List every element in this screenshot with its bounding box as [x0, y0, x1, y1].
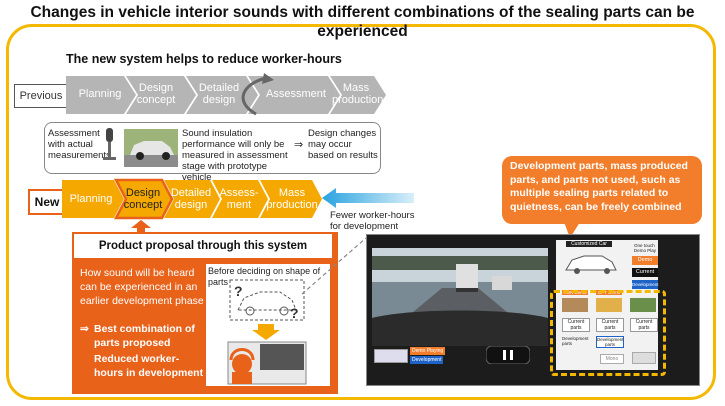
proposal-benefit-2: Reduced worker-hours in development [94, 353, 204, 379]
new-step-detailed-design [164, 180, 220, 218]
new-step-label-0: Planning [69, 193, 113, 205]
previous-process-chevrons [66, 73, 386, 116]
panel-title: Customized Car [566, 241, 612, 247]
new-process-chevrons [62, 178, 322, 220]
suv-photo [124, 129, 178, 167]
outer-frame [6, 24, 716, 400]
panel-highlight [550, 290, 666, 376]
fewer-hours-text: Fewer worker-hours for development [330, 210, 415, 232]
prev-note-arrow: ⇒ [294, 139, 304, 151]
new-step-label-4: Mass production [266, 187, 318, 211]
rework-arrowhead-icon [262, 73, 274, 84]
new-step-label-3: Assess-ment [219, 187, 259, 211]
prev-step-design-concept [126, 76, 196, 114]
prev-step-planning [66, 76, 136, 114]
prev-step-assessment [248, 76, 340, 114]
proposal-benefit-1: Best combination of parts proposed [94, 323, 195, 349]
part-thumb-1[interactable] [562, 298, 588, 312]
new-step-mass-production [260, 180, 322, 218]
prev-step-label-0: Planning [78, 88, 122, 100]
blank-button[interactable] [632, 352, 656, 364]
reduce-arrow-icon [322, 188, 414, 208]
current-parts-3[interactable]: Current parts [630, 318, 658, 332]
pause-button[interactable] [486, 346, 530, 364]
prev-step-label-3: Assessment [266, 88, 326, 100]
section-subtitle: The new system helps to reduce worker-ho… [66, 52, 342, 66]
microphone-icon [103, 128, 116, 160]
new-label: New [28, 189, 66, 215]
prev-step-detailed-design [186, 76, 258, 114]
prev-step-label-1: Design concept [136, 82, 176, 106]
new-step-label-1: Design concept [123, 187, 163, 211]
previous-label: Previous [14, 84, 68, 108]
callout-pointer-icon [564, 222, 580, 238]
development-parts-1[interactable]: Development parts [562, 336, 589, 346]
mini-thumbnail [374, 349, 408, 363]
prev-note-middle: Sound insulation performance will only b… [182, 128, 288, 183]
proposal-drawing: ? ? [227, 279, 307, 385]
current-button[interactable]: Current [632, 268, 658, 277]
svg-text:?: ? [234, 283, 243, 299]
proposal-arrow: ⇒ [80, 323, 89, 335]
prev-note-right: Design changes may occur based on result… [308, 128, 378, 161]
before-shape-label: Before deciding on shape of parts [208, 266, 321, 287]
callout-bubble: Development parts, mass produced parts, … [502, 156, 702, 224]
rework-loop-icon [241, 76, 267, 116]
one-touch-label: One touch Demo Play [634, 243, 657, 253]
road-video [372, 248, 548, 346]
new-step-label-2: Detailed design [170, 187, 212, 211]
current-parts-1[interactable]: Current parts [562, 318, 590, 332]
development-badge: Development [410, 356, 444, 364]
part-thumb-2[interactable] [596, 298, 622, 312]
development-parts-2[interactable]: Development parts [596, 336, 624, 348]
development-button[interactable]: Development [632, 280, 659, 289]
prev-step-label-2: Detailed design [198, 82, 240, 106]
prev-step-mass-production [330, 76, 386, 114]
new-step-planning [62, 180, 124, 218]
prev-step-label-4: Mass production [332, 82, 384, 106]
proposal-body: How sound will be heard can be experienc… [80, 267, 204, 307]
dashed-connector [301, 237, 367, 295]
current-parts-2[interactable]: Current parts [596, 318, 624, 332]
previous-note-box [44, 122, 381, 174]
prev-note-left: Assessment with actual measurements [48, 128, 111, 161]
new-step-design-concept [113, 178, 174, 220]
demo-button[interactable]: Demo [632, 256, 658, 265]
part-thumb-3[interactable] [630, 298, 656, 312]
new-step-assessment [212, 180, 268, 218]
page-title: Changes in vehicle interior sounds with … [30, 4, 695, 40]
proposal-heading: Product proposal through this system [72, 232, 334, 260]
up-arrow-icon [131, 220, 151, 234]
demo-playing-badge: Demo Playing [410, 347, 446, 355]
car-outline-icon [565, 255, 617, 274]
svg-text:?: ? [290, 305, 299, 321]
mono-button[interactable]: Mono [600, 354, 624, 364]
